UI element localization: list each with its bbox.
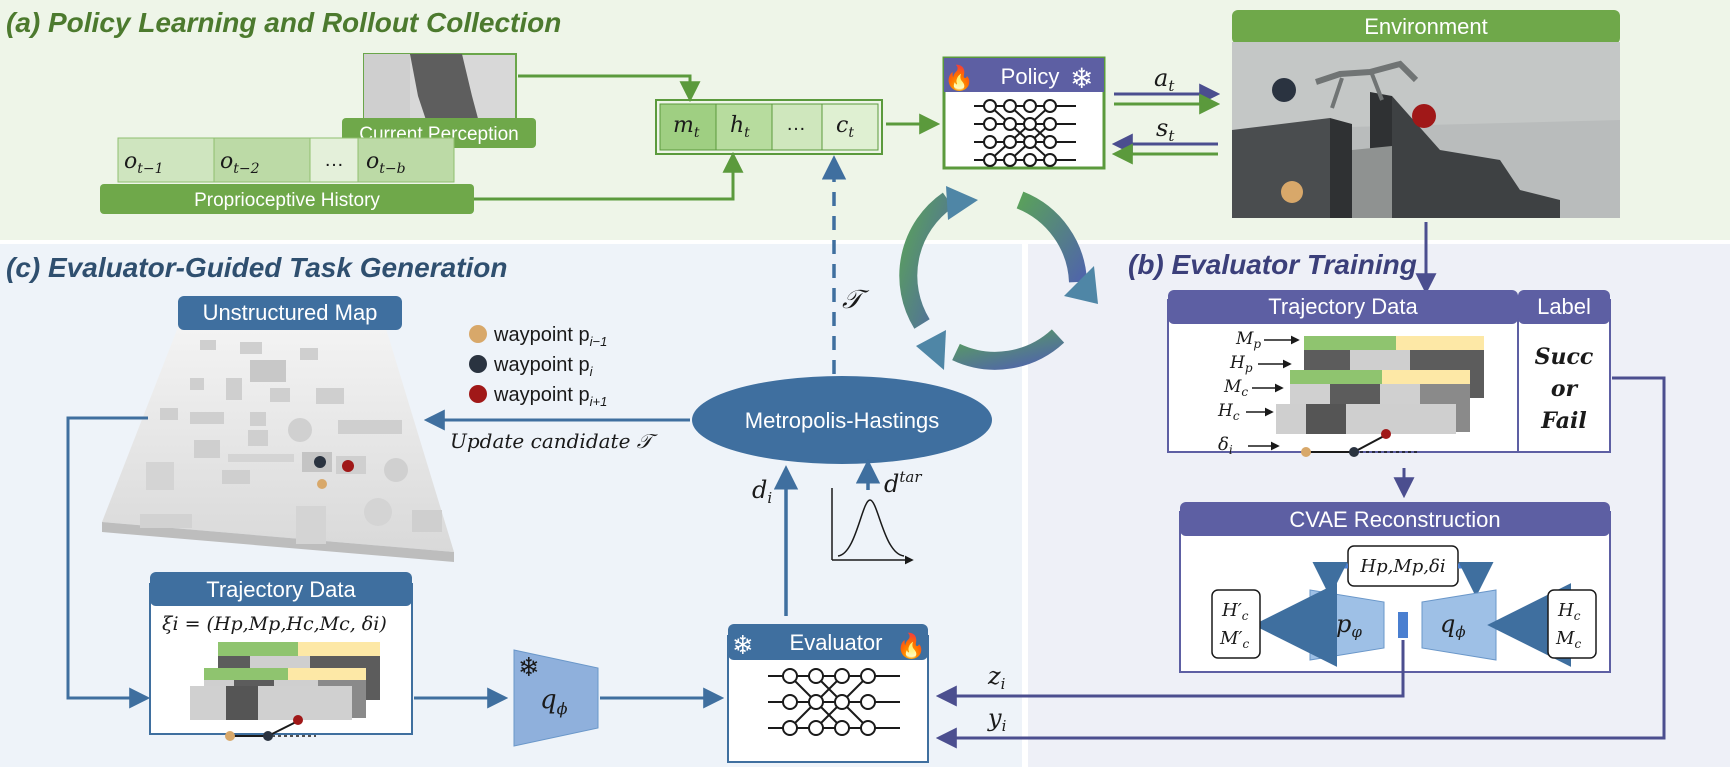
- label-box: [1517, 299, 1611, 453]
- d-tar-label: dtar: [884, 468, 922, 498]
- arrow-perception-to-tokens: [518, 74, 701, 103]
- proprio-history-label: Proprioceptive History: [194, 190, 380, 211]
- cycle-arrows-icon: [899, 191, 1087, 370]
- proprio-history-label-box: [100, 184, 474, 214]
- flame-icon: 🔥: [944, 64, 974, 92]
- legend-waypoint-current: waypoint pi: [493, 354, 594, 379]
- delta-label-b: δi: [1218, 434, 1233, 457]
- arrow-map-to-trajectory: [66, 416, 151, 709]
- proprio-token-ellipsis: …: [324, 149, 344, 171]
- policy-box: [942, 56, 1106, 170]
- evaluator-header: [728, 624, 928, 660]
- decoder-label: pφ: [1336, 610, 1362, 641]
- map-header: [178, 296, 402, 330]
- trajectory-layers-b: [1276, 336, 1484, 434]
- row-label-hc: Hc: [1217, 401, 1240, 423]
- section-c-title: (c) Evaluator-Guided Task Generation: [6, 252, 508, 283]
- encoder-c-shape: [513, 649, 599, 747]
- label-title: Label: [1537, 294, 1591, 319]
- cvae-title: CVAE Reconstruction: [1289, 507, 1500, 532]
- evaluator-flame-icon: 🔥: [896, 632, 926, 660]
- legend-dot-current: [469, 355, 487, 373]
- recon-in-h: Hc: [1557, 600, 1581, 623]
- legend-dot-prev: [469, 325, 487, 343]
- recon-out-m: M′c: [1219, 628, 1250, 651]
- proprio-token-1: ot−1: [124, 149, 164, 177]
- label-header: [1518, 290, 1610, 324]
- arrow-condition-to-encoder: [1458, 562, 1494, 597]
- section-b-title: (b) Evaluator Training: [1128, 249, 1417, 280]
- arrow-label-to-evaluator: [935, 376, 1666, 749]
- trajectory-layers-c: [190, 642, 380, 720]
- token-m: mt: [673, 113, 700, 141]
- target-distribution-icon: [831, 488, 914, 565]
- row-label-arrows: [1246, 335, 1300, 417]
- trajectory-data-c-title: Trajectory Data: [206, 577, 356, 602]
- arrow-condition-to-decoder: [1312, 562, 1348, 597]
- cvae-header: [1180, 502, 1610, 536]
- environment-title: Environment: [1364, 14, 1488, 39]
- environment-header: [1232, 10, 1620, 44]
- proprio-history-tokens: [117, 137, 455, 183]
- legend-dot-next: [469, 385, 487, 403]
- metropolis-hastings-label: Metropolis-Hastings: [745, 408, 939, 433]
- encoder-label: qϕ: [1440, 610, 1466, 641]
- cvae-condition-text: Hp,Mp,δi: [1359, 556, 1445, 577]
- label-fail: Fail: [1540, 408, 1586, 434]
- action-label: at: [1154, 64, 1175, 95]
- evaluator-network-icon: [768, 668, 900, 736]
- xi-formula: ξi = (Hp,Mp,Hc,Mc, δi): [162, 613, 387, 635]
- encoder-c-snowflake-icon: ❄: [518, 653, 540, 683]
- z-i-label: zi: [987, 662, 1006, 693]
- proprio-token-b: ot−b: [366, 149, 406, 177]
- snowflake-icon: ❄: [1070, 62, 1093, 95]
- policy-network-icon: [974, 99, 1076, 167]
- trajectory-data-title: Trajectory Data: [1268, 294, 1418, 319]
- update-candidate-label: Update candidate 𝒯: [450, 429, 659, 453]
- environment-render: [1232, 42, 1620, 218]
- unstructured-map-render: [102, 322, 454, 562]
- latent-bar: [1398, 612, 1408, 638]
- state-label: st: [1156, 114, 1175, 145]
- label-succ: Succ: [1535, 344, 1594, 370]
- d-i-label: di: [752, 476, 772, 507]
- proprio-token-2: ot−2: [220, 149, 260, 177]
- token-h: ht: [730, 113, 750, 141]
- metropolis-hastings-node: [692, 376, 992, 464]
- encoder-c-label: qϕ: [540, 685, 568, 718]
- current-perception-image: [363, 53, 517, 127]
- trajectory-data-c-header: [150, 572, 412, 606]
- row-label-hp: Hp: [1229, 353, 1253, 375]
- recon-input-box: [1547, 589, 1597, 659]
- row-label-mp: Mp: [1235, 329, 1261, 351]
- trajectory-data-header: [1168, 290, 1518, 324]
- evaluator-snowflake-icon: ❄: [732, 631, 754, 661]
- policy-title: Policy: [1001, 64, 1060, 89]
- recon-out-h: H′c: [1221, 600, 1249, 623]
- legend-waypoint-next: waypoint pi+1: [493, 384, 607, 409]
- arrow-latent-to-evaluator: [935, 640, 1405, 707]
- arrow-history-to-tokens: [474, 151, 744, 201]
- label-or: or: [1551, 376, 1579, 402]
- policy-input-tokens: [655, 99, 883, 155]
- evaluator-title: Evaluator: [790, 630, 883, 655]
- map-title: Unstructured Map: [203, 300, 378, 325]
- legend-waypoint-prev: waypoint pi−1: [493, 324, 607, 349]
- recon-in-m: Mc: [1555, 628, 1581, 651]
- cycle-arrowheads: [916, 186, 1098, 370]
- delta-path-icon-c: [225, 715, 316, 741]
- row-label-mc: Mc: [1223, 377, 1248, 399]
- section-a-title: (a) Policy Learning and Rollout Collecti…: [6, 7, 561, 38]
- token-ellipsis: …: [786, 113, 806, 135]
- delta-path-icon-b: [1301, 429, 1418, 457]
- token-c: ct: [836, 113, 854, 141]
- recon-output-box: [1211, 589, 1261, 659]
- y-i-label: yi: [987, 704, 1007, 735]
